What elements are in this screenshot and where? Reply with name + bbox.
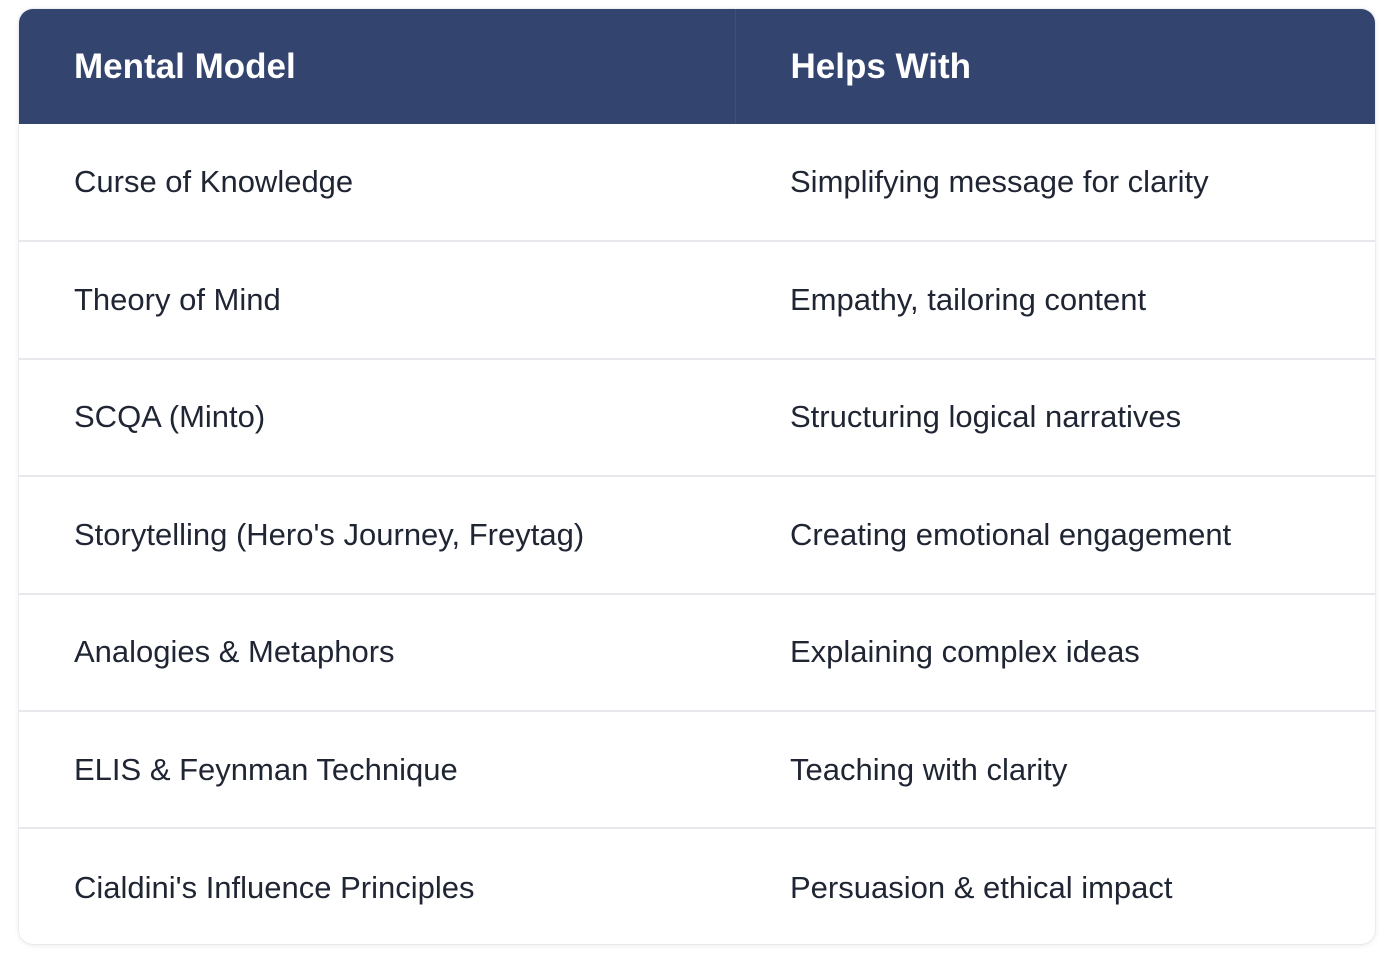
mental-model-cell: Cialdini's Influence Principles [74,869,475,905]
table-row: Storytelling (Hero's Journey, Freytag) C… [19,476,1375,593]
table-row: ELIS & Feynman Technique Teaching with c… [19,710,1375,828]
helps-with-cell: Persuasion & ethical impact [790,869,1173,905]
mental-model-cell: Theory of Mind [74,282,281,318]
mental-model-cell: SCQA (Minto) [74,399,266,435]
table-row: SCQA (Minto) Structuring logical narrati… [19,358,1375,476]
table-row: Cialdini's Influence Principles Persuasi… [19,828,1375,944]
helps-with-cell: Teaching with clarity [790,751,1068,787]
table-card: Mental Model Helps With Curse of Knowled… [19,9,1375,944]
mental-model-cell: ELIS & Feynman Technique [74,751,458,787]
table-row: Curse of Knowledge Simplifying message f… [19,124,1375,241]
column-header-helps-with: Helps With [790,46,972,86]
helps-with-cell: Creating emotional engagement [790,516,1232,552]
table-header-row: Mental Model Helps With [19,9,1375,124]
mental-models-table: Mental Model Helps With Curse of Knowled… [19,9,1375,944]
helps-with-cell: Explaining complex ideas [790,634,1140,670]
table-row: Analogies & Metaphors Explaining complex… [19,593,1375,711]
column-header-mental-model: Mental Model [19,9,736,124]
mental-model-cell: Analogies & Metaphors [74,634,395,670]
helps-with-cell: Simplifying message for clarity [790,164,1209,200]
mental-model-cell: Storytelling (Hero's Journey, Freytag) [74,516,585,552]
helps-with-cell: Empathy, tailoring content [790,282,1147,318]
helps-with-cell: Structuring logical narratives [790,399,1182,435]
mental-model-cell: Curse of Knowledge [74,164,354,200]
table-row: Theory of Mind Empathy, tailoring conten… [19,241,1375,358]
